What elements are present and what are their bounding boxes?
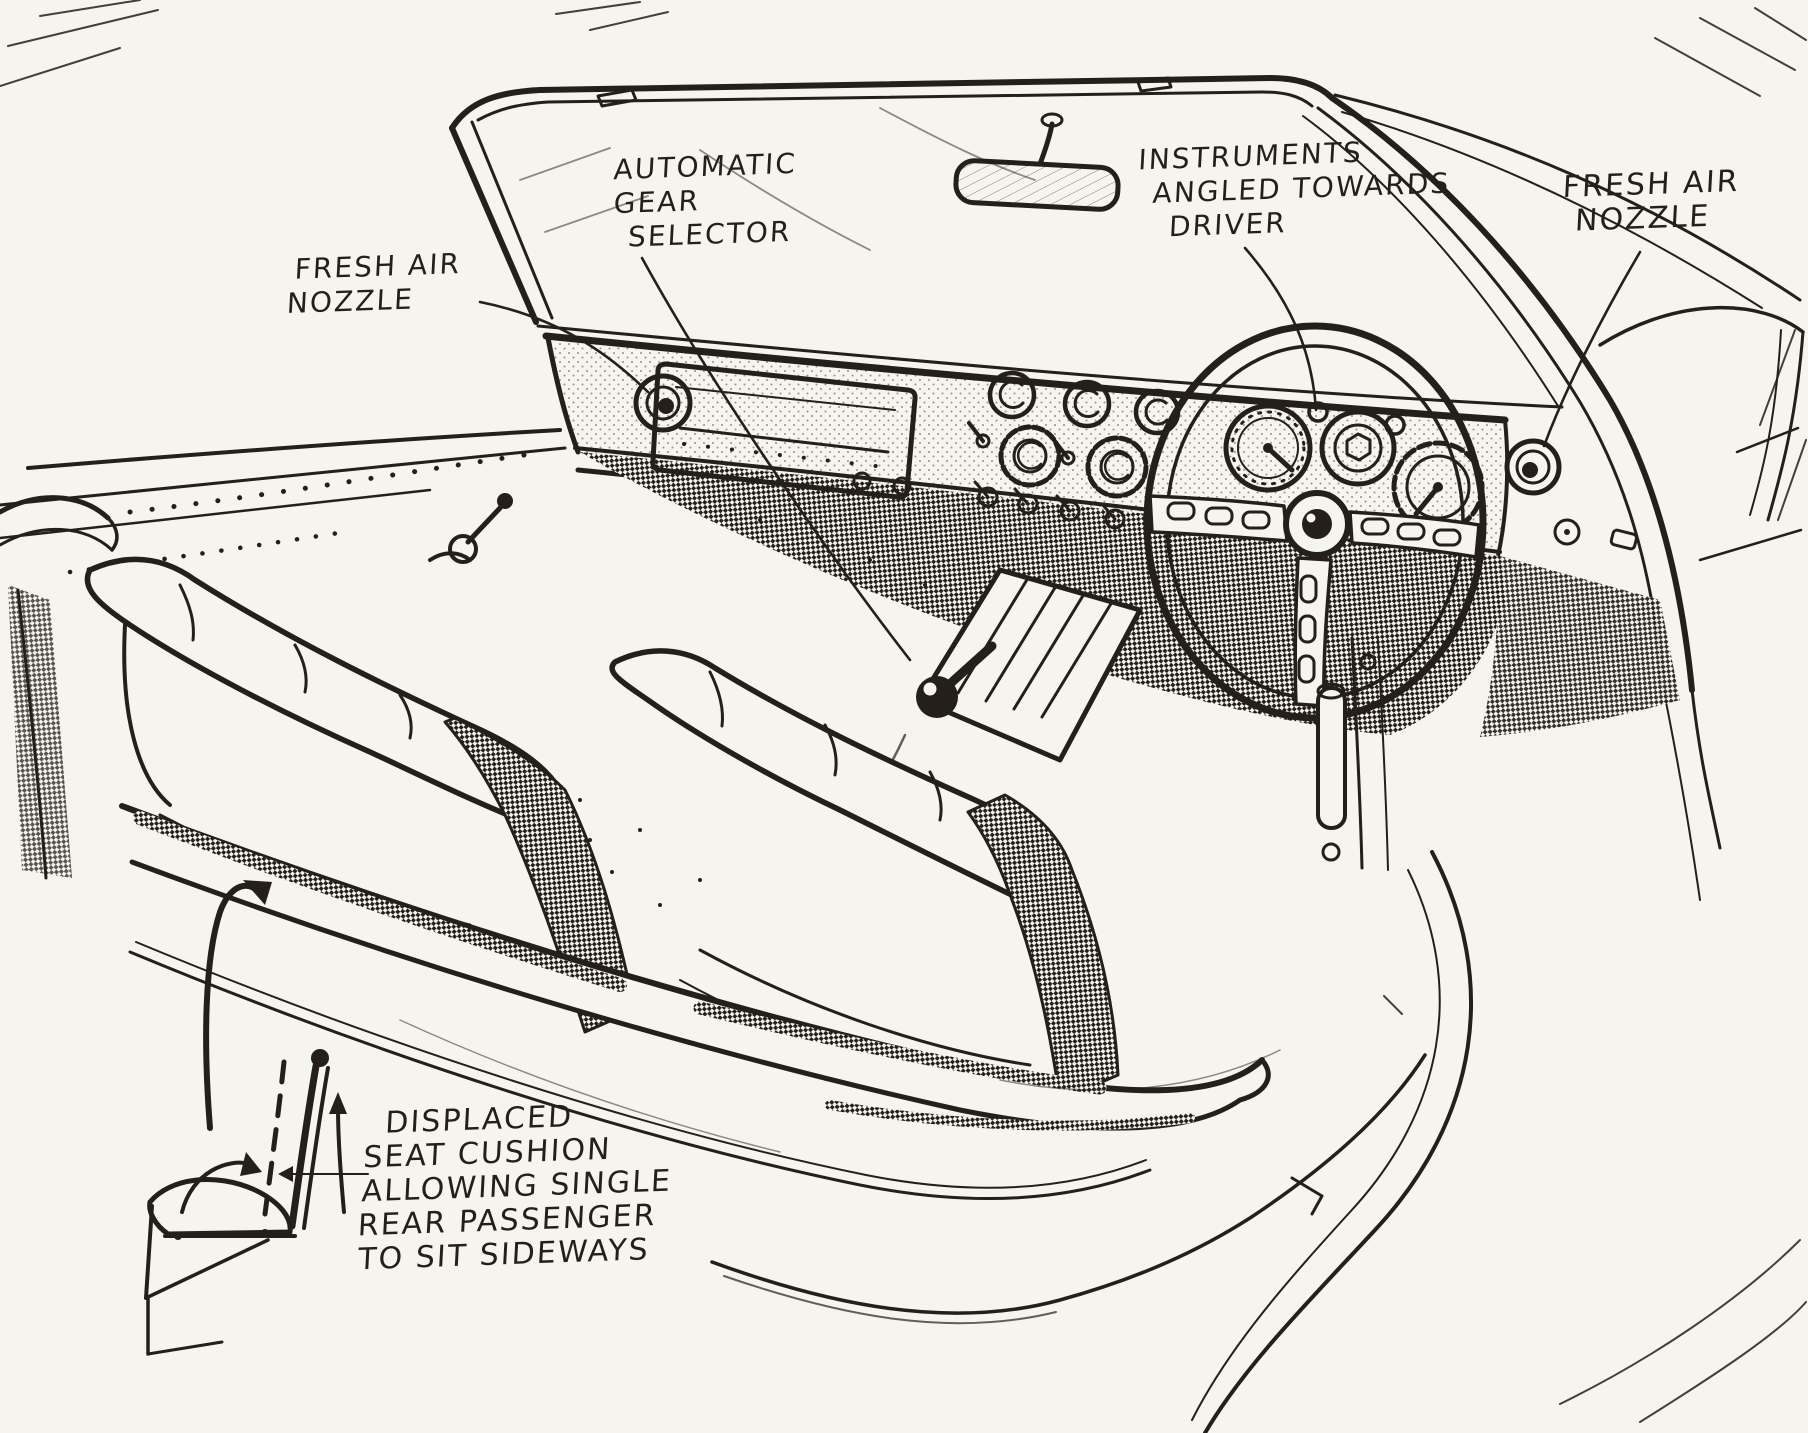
label-fresh-air-nozzle-left: FRESH AIR NOZZLE [286,247,462,321]
right-body [1333,93,1805,901]
fresh-air-nozzle-left [633,373,693,433]
leader-gear-selector [640,256,912,662]
radio [650,361,918,500]
label-instruments-angled: INSTRUMENTS ANGLED TOWARDS DRIVER [1134,133,1453,246]
leader-lines [478,246,1642,662]
leader-fresh-air-right [1542,250,1642,448]
rearview-mirror [953,112,1121,212]
toggle-switch-row [852,471,1126,530]
label-fresh-air-nozzle-right: FRESH AIR NOZZLE [1560,163,1741,239]
gauge-cluster-left [967,370,1181,499]
gear-selector-knob [916,676,958,718]
window-winder-crank [428,493,513,564]
door-panel [119,803,1474,1433]
door-hinge-pillar [1316,636,1389,871]
rear-deck [0,428,567,880]
label-line: FRESH AIR [1561,163,1741,206]
leader-fresh-air-left [478,300,650,394]
label-displaced-seat-cushion: DISPLACED SEAT CUSHION ALLOWING SINGLE R… [357,1097,676,1277]
label-automatic-gear-selector: AUTOMATIC GEAR SELECTOR [609,147,798,255]
label-line: FRESH AIR [293,247,462,286]
label-line: SELECTOR [627,214,793,254]
leader-instruments [1243,246,1318,412]
windshield [449,75,1695,693]
label-line: NOZZLE [286,282,415,320]
steering-wheel [1143,322,1487,722]
label-line: AUTOMATIC [612,146,798,187]
label-line: NOZZLE [1574,198,1712,239]
displaced-seat-inset [144,880,369,1356]
fresh-air-nozzle-right [1504,438,1562,496]
